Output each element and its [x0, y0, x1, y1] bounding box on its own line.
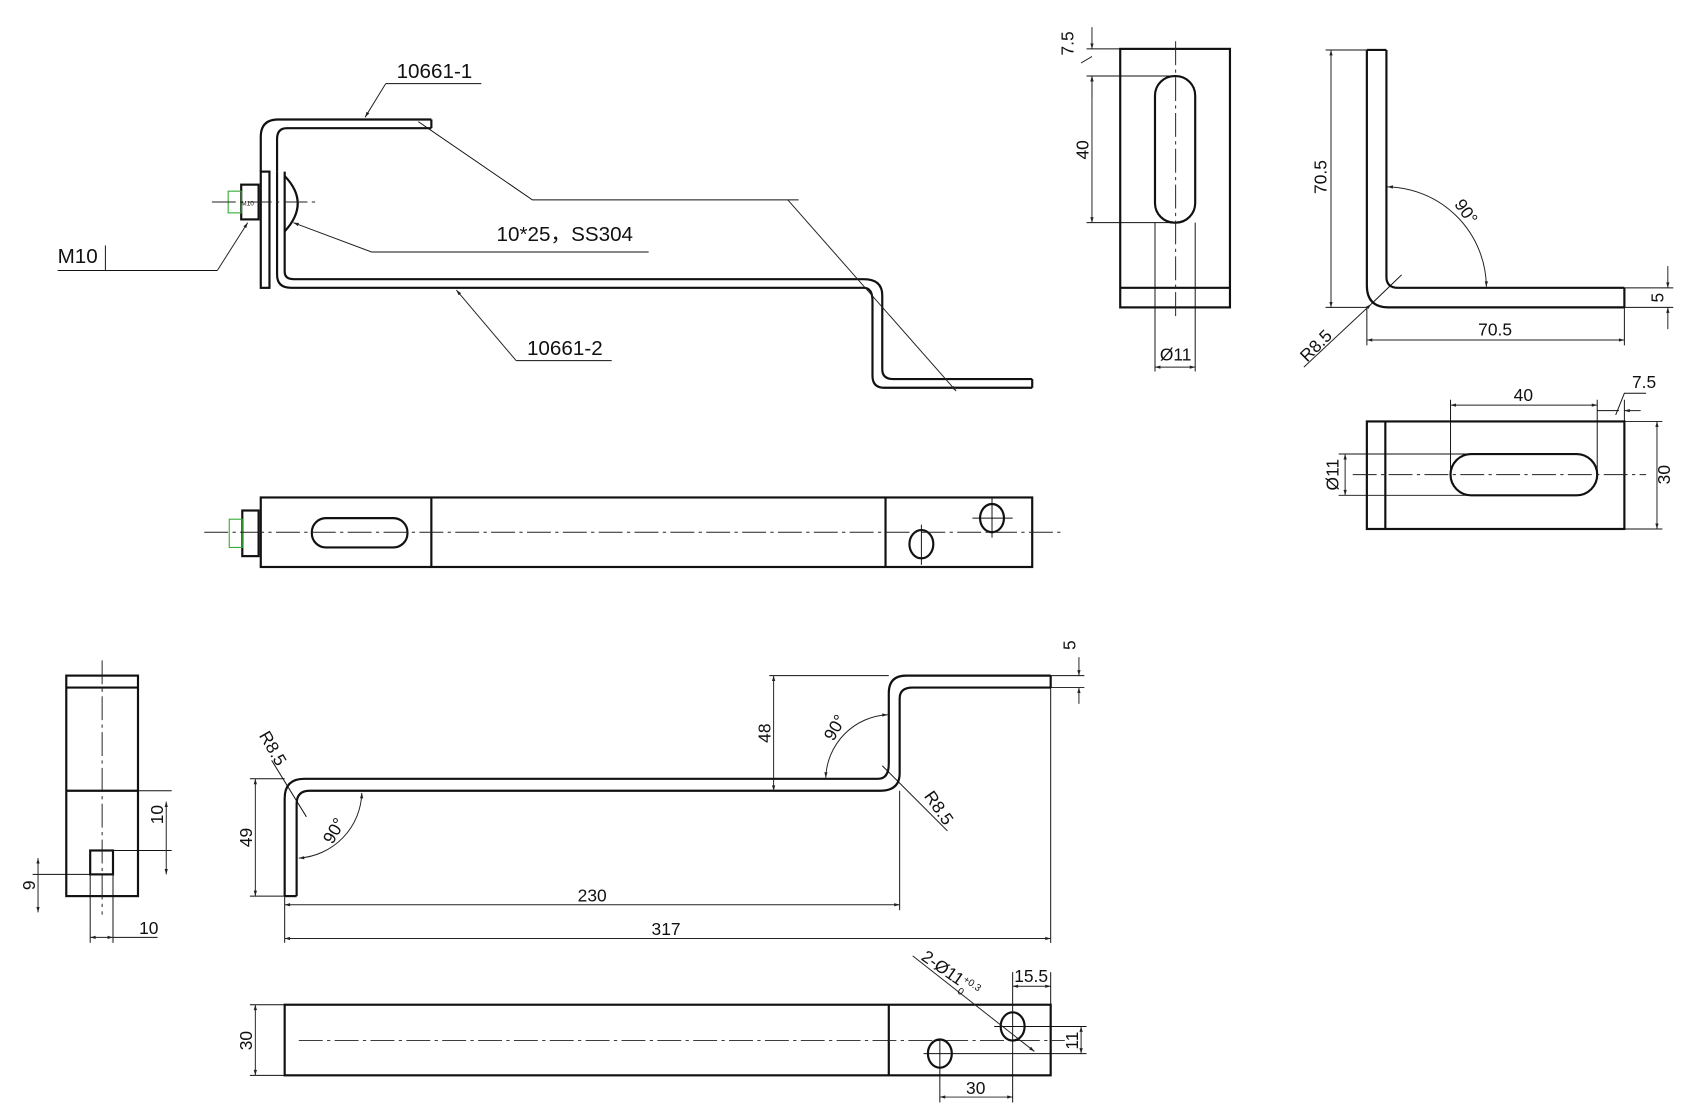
- angle-arc: [824, 713, 888, 778]
- notch: [89, 849, 115, 876]
- dim-width: 30: [1654, 465, 1674, 484]
- part-10661-2-profile: [275, 171, 1034, 389]
- dim-total-length: 317: [652, 919, 681, 939]
- bolt-tip: [228, 518, 243, 548]
- callout-10661-1: 10661-1: [397, 60, 473, 83]
- dim-inner-length: 230: [578, 886, 607, 906]
- angle-arc: [1387, 185, 1488, 287]
- angle-front-view: 7.5 40 Ø11: [1057, 27, 1232, 372]
- dim-thickness: 5: [1060, 640, 1080, 650]
- angle-plan-view: 40 7.5 Ø11 30: [1323, 372, 1674, 531]
- assembly-side-view: M10 10661-1 M10 10*25，SS304 10661-2: [58, 60, 1034, 392]
- bracket-side-view: 10 9 10: [19, 660, 172, 943]
- angle-arc: [298, 792, 364, 860]
- washer-plate: [259, 170, 271, 289]
- dim-slot-length: 40: [1073, 140, 1093, 159]
- bolt-tag: M10: [241, 200, 254, 207]
- hole-callout-leader: [912, 955, 1035, 1052]
- dim-height: 70.5: [1311, 160, 1331, 194]
- dim-width: 30: [236, 1031, 256, 1050]
- dim-rise: 48: [754, 724, 774, 743]
- dim-notch-height: 10: [147, 805, 167, 824]
- dim-slot-length: 40: [1514, 385, 1533, 405]
- dim-hole-offset-y: 11: [1062, 1032, 1082, 1050]
- callout-m10: M10: [58, 245, 98, 268]
- dim-drop: 49: [236, 828, 256, 847]
- assembly-plan-view: [204, 496, 1065, 569]
- callout-leader: [216, 222, 249, 271]
- dim-slot-width: Ø11: [1323, 459, 1343, 491]
- dim-end-offset: 7.5: [1632, 372, 1656, 392]
- dim-notch-bottom: 9: [19, 880, 39, 890]
- callout-bolt-spec: 10*25，SS304: [497, 223, 633, 246]
- callout-10661-2: 10661-2: [527, 337, 603, 360]
- callout-leader: [364, 83, 387, 118]
- slot: [310, 517, 409, 549]
- callout-leader: [293, 222, 372, 253]
- radius-leader: [1303, 303, 1372, 368]
- dim-top-offset: 7.5: [1057, 31, 1077, 55]
- section-leader-arrow: [787, 199, 957, 392]
- part-10661-1-profile: [259, 118, 433, 172]
- dim-length: 70.5: [1478, 320, 1512, 340]
- section-leader: [418, 121, 799, 201]
- dim-notch-width: 10: [139, 918, 158, 938]
- callout-leader: [455, 289, 517, 361]
- dim-edge-offset: 15.5: [1014, 966, 1048, 986]
- carriage-bolt-dome: [283, 175, 299, 233]
- dim-hole-spacing: 30: [966, 1078, 985, 1098]
- hole-tol-lower: 0: [955, 986, 966, 998]
- dim-thickness: 5: [1647, 293, 1667, 303]
- dim-slot-width: Ø11: [1160, 345, 1192, 365]
